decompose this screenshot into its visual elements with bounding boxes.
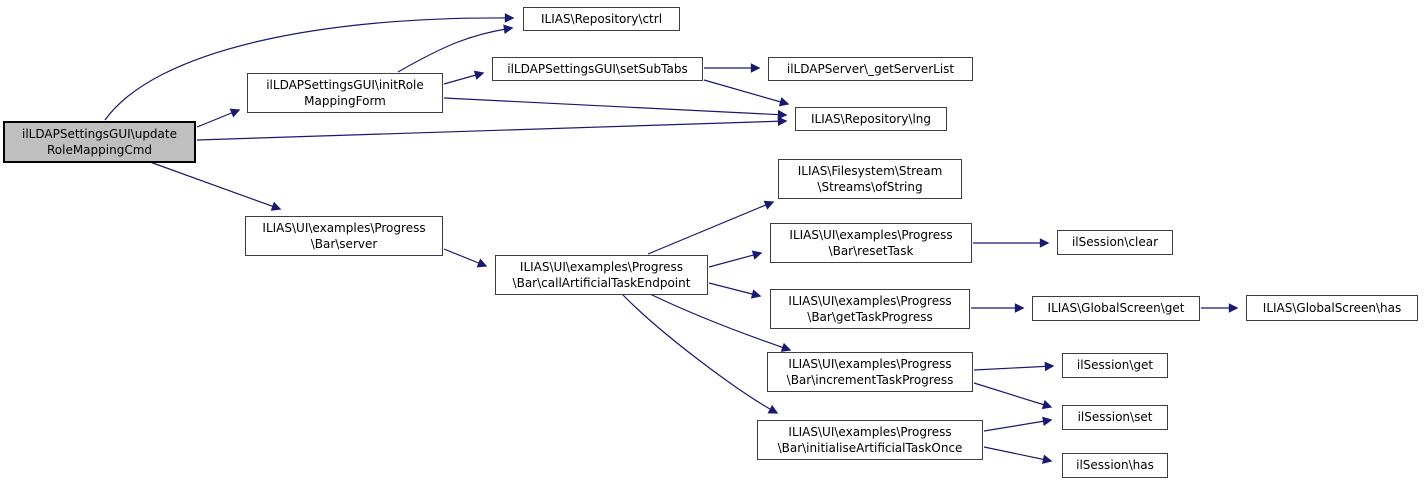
node-session-set[interactable]: ilSession\set — [1062, 405, 1168, 430]
node-progress-bar-server[interactable]: ILIAS\UI\examples\Progress \Bar\server — [245, 216, 443, 256]
node-increment-task-progress[interactable]: ILIAS\UI\examples\Progress \Bar\incremen… — [767, 352, 973, 392]
edge-call-to-gettaskprogress — [708, 282, 762, 299]
edge-increment-to-sessionget — [973, 361, 1055, 372]
node-initialise-artificial-task-once[interactable]: ILIAS\UI\examples\Progress \Bar\initiali… — [757, 420, 983, 460]
edge-update-to-ctrl — [104, 13, 515, 121]
node-session-clear[interactable]: ilSession\clear — [1057, 230, 1173, 255]
node-update-role-mapping-cmd[interactable]: ilLDAPSettingsGUI\update RoleMappingCmd — [3, 121, 196, 163]
edge-initrolemappingform-to-ctrl — [397, 24, 514, 73]
edge-initialise-to-sessionset — [983, 416, 1053, 432]
node-session-has[interactable]: ilSession\has — [1062, 453, 1168, 478]
edge-increment-to-sessionset — [973, 382, 1053, 410]
node-ilias-repository-lng[interactable]: ILIAS\Repository\lng — [795, 107, 947, 131]
edge-call-to-resettask — [708, 250, 763, 268]
edge-call-to-initialiseartificialtaskonce — [621, 293, 779, 414]
edge-initrolemappingform-to-lng — [443, 97, 788, 120]
edge-call-to-ofstring — [647, 200, 775, 255]
edge-initialise-to-sessionhas — [983, 446, 1053, 465]
node-call-artificial-task-endpoint[interactable]: ILIAS\UI\examples\Progress \Bar\callArti… — [495, 255, 708, 295]
edge-update-to-server — [149, 161, 282, 211]
node-get-server-list[interactable]: ilLDAPServer\_getServerList — [768, 57, 973, 81]
edge-update-to-lng — [196, 116, 788, 141]
node-global-screen-get[interactable]: ILIAS\GlobalScreen\get — [1032, 296, 1200, 321]
edge-setsubtabs-to-lng — [703, 79, 790, 107]
node-ilias-repository-ctrl[interactable]: ILIAS\Repository\ctrl — [523, 7, 680, 31]
edge-initrolemappingform-to-setsubtabs — [443, 70, 485, 85]
edge-server-to-callartificialtaskendpoint — [443, 248, 488, 268]
node-global-screen-has[interactable]: ILIAS\GlobalScreen\has — [1246, 295, 1418, 321]
node-session-get[interactable]: ilSession\get — [1062, 353, 1168, 378]
node-reset-task[interactable]: ILIAS\UI\examples\Progress \Bar\resetTas… — [770, 223, 972, 263]
edge-update-to-initrolemappingform — [196, 108, 241, 128]
node-set-sub-tabs[interactable]: ilLDAPSettingsGUI\setSubTabs — [492, 57, 703, 81]
node-get-task-progress[interactable]: ILIAS\UI\examples\Progress \Bar\getTaskP… — [770, 289, 970, 329]
node-streams-of-string[interactable]: ILIAS\Filesystem\Stream \Streams\ofStrin… — [778, 159, 962, 199]
node-init-role-mapping-form[interactable]: ilLDAPSettingsGUI\initRole MappingForm — [247, 73, 443, 113]
edge-call-to-incrementtaskprogress — [649, 293, 792, 352]
